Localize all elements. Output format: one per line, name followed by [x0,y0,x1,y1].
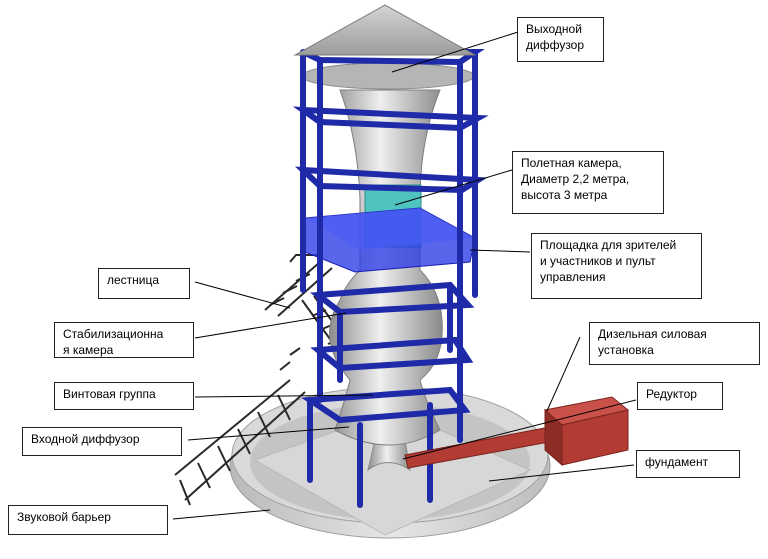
platform [304,207,476,273]
leader-lines [172,31,637,520]
label-ladder: лестница [98,268,190,299]
label-flight-chamber: Полетная камера, Диаметр 2,2 метра, высо… [512,151,664,214]
label-outlet-diffuser: Выходной диффузор [517,17,604,62]
label-foundation: фундамент [636,450,740,478]
label-reducer: Редуктор [637,382,723,410]
label-inlet-diffuser: Входной диффузор [22,427,182,456]
label-propeller-group: Винтовая группа [54,382,194,410]
label-diesel-unit: Дизельная силовая установка [589,322,760,365]
label-sound-barrier: Звуковой барьер [8,505,168,535]
outlet-cap [293,4,477,56]
label-platform: Площадка для зрителей и участников и пул… [531,233,702,299]
label-stabilization-chamber: Стабилизационна я камера [54,322,194,358]
diesel-unit [543,396,630,467]
